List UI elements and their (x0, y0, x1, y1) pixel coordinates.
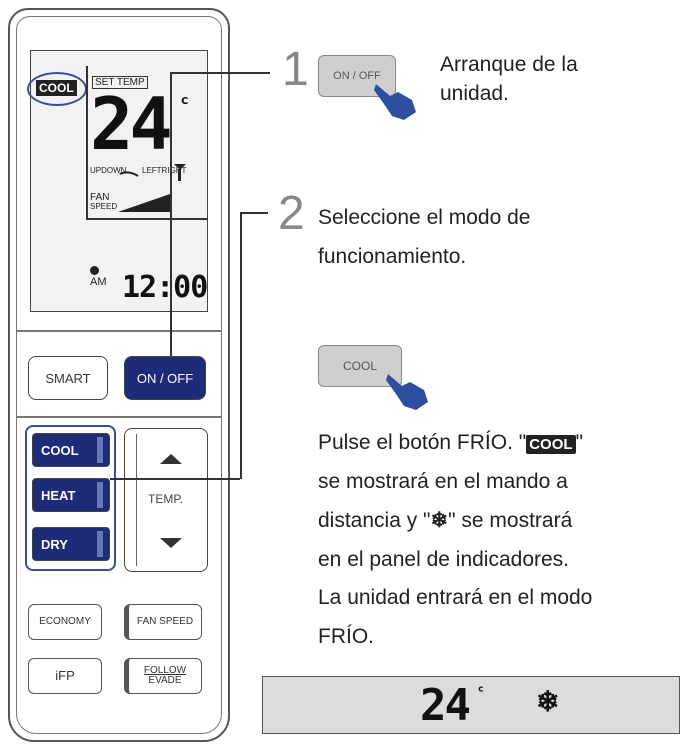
step2-text-line1: Seleccione el modo de (318, 206, 531, 229)
instruction-line1: Pulse el botón FRÍO. "COOL" (318, 431, 584, 454)
follow-label: FOLLOW (143, 665, 187, 676)
lcd-fan-label: FAN (90, 192, 110, 203)
cool-button[interactable]: COOL (32, 433, 110, 467)
economy-button[interactable]: ECONOMY (28, 604, 102, 640)
temp-up-button[interactable] (140, 434, 202, 482)
step-number: 1 (282, 43, 309, 96)
ifp-button[interactable]: iFP (28, 658, 102, 694)
lcd-mode-indicator: COOL (36, 80, 77, 96)
connector-line-mode (240, 212, 268, 214)
fan-speed-bars-icon (118, 194, 170, 212)
remote-panel-divider (17, 416, 221, 418)
instruction-line3: distancia y "❄" se mostrará (318, 509, 573, 532)
follow-evade-button[interactable]: FOLLOW EVADE (124, 658, 202, 694)
cool-button-label: COOL (41, 442, 79, 458)
hand-pointer-icon (374, 84, 416, 120)
indicator-temperature: 24 (420, 680, 471, 731)
lcd-divider (86, 218, 208, 220)
temp-down-button[interactable] (140, 518, 202, 566)
dry-button-label: DRY (41, 536, 68, 552)
indicator-snowflake-icon: ❄ (536, 686, 560, 717)
temp-label: TEMP. (148, 492, 184, 506)
instruction-line2: se mostrará en el mando a (318, 470, 568, 493)
onoff-button-illustration: ON / OFF (318, 55, 396, 97)
instruction-line6: FRÍO. (318, 625, 374, 648)
remote-onoff-button[interactable]: ON / OFF (124, 356, 206, 400)
step1-text-line1: Arranque de la (440, 53, 578, 76)
temp-rocker (124, 428, 208, 572)
snowflake-icon: ❄ (430, 509, 449, 532)
step-number: 2 (278, 187, 305, 240)
lcd-clock: 12:00 (122, 270, 208, 305)
instruction-line5: La unidad entrará en el modo (318, 586, 593, 609)
smart-button[interactable]: SMART (28, 356, 108, 400)
heat-button[interactable]: HEAT (32, 478, 110, 512)
swing-icon (119, 164, 186, 181)
lcd-vertical-divider (86, 66, 88, 218)
lcd-temp-unit: ᶜ (178, 92, 192, 117)
step1-text-line2: unidad. (440, 82, 509, 105)
mode-button-group (25, 425, 116, 571)
cool-badge-inline: COOL (526, 435, 576, 454)
heat-button-label: HEAT (41, 487, 76, 503)
connector-line-mode (110, 478, 240, 480)
indicator-temp-unit: ᶜ (476, 682, 486, 701)
indicator-panel (262, 676, 680, 734)
evade-label: EVADE (148, 675, 182, 686)
lcd-speed-label: SPEED (90, 202, 118, 211)
hand-pointer-icon (386, 374, 428, 410)
lcd-am-label: AM (90, 276, 107, 288)
lcd-updown-label: UPDOWN (90, 166, 127, 175)
fan-speed-button[interactable]: FAN SPEED (124, 604, 202, 640)
lcd-set-temp-label: SET TEMP (92, 76, 148, 89)
dry-button[interactable]: DRY (32, 527, 110, 561)
clock-icon (90, 266, 99, 275)
arrow-down-icon (160, 538, 182, 548)
lcd-leftright-label: LEFTRIGHT (142, 166, 187, 175)
remote-control-body (16, 16, 222, 734)
connector-line-onoff (170, 72, 172, 356)
connector-line-mode (240, 212, 242, 479)
lcd-temperature: 24 (90, 82, 173, 166)
instruction-line4: en el panel de indicadores. (318, 548, 570, 571)
remote-panel-divider (17, 330, 221, 332)
temp-rocker-edge (130, 434, 137, 566)
arrow-up-icon (160, 454, 182, 464)
connector-line-onoff (170, 72, 270, 74)
step2-text-line2: funcionamiento. (318, 245, 467, 268)
